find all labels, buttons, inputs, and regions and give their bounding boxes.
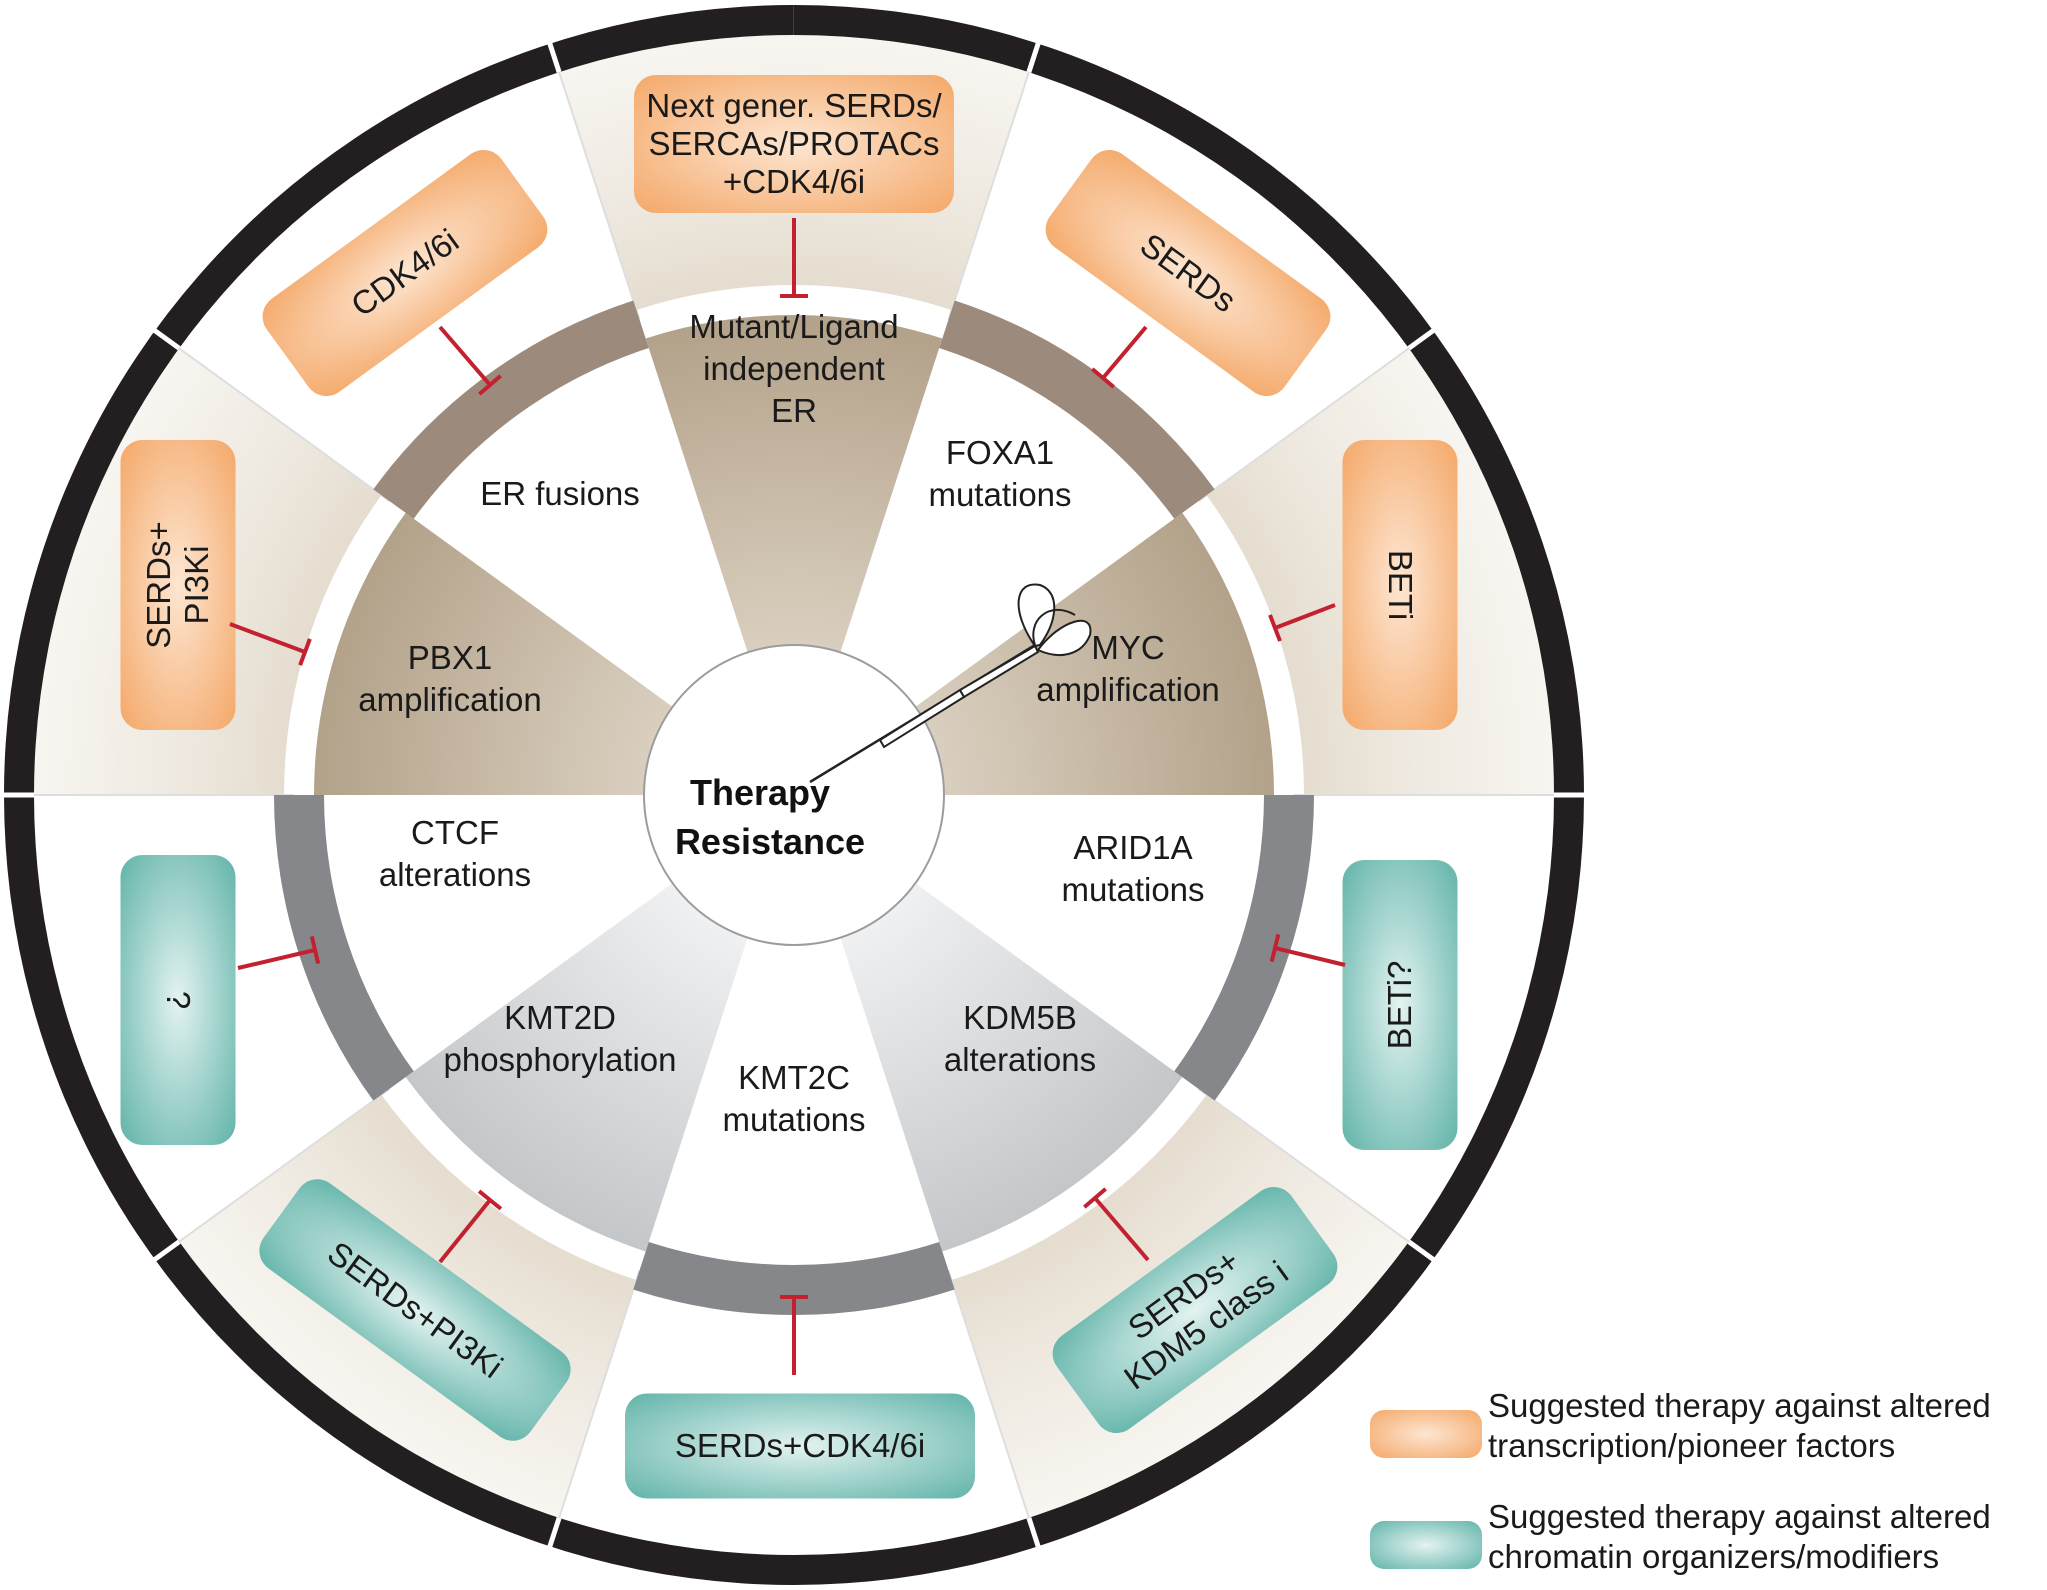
outer-ring bbox=[2, 5, 1586, 1585]
ring-segment-foxa1 bbox=[939, 300, 1215, 519]
zone-separator bbox=[178, 347, 391, 502]
legend: Suggested therapy against alteredtranscr… bbox=[1370, 1387, 1991, 1575]
inhibitor-icon bbox=[1269, 933, 1346, 967]
mechanism-label-mutant-er: independent bbox=[703, 350, 885, 387]
legend-item-orange: Suggested therapy against alteredtranscr… bbox=[1370, 1387, 1991, 1464]
therapy-box-bg bbox=[262, 149, 548, 397]
therapy-box-bg bbox=[259, 1179, 571, 1441]
center-title-line1: Therapy bbox=[690, 772, 830, 813]
zone-separator bbox=[1197, 1088, 1410, 1243]
legend-swatch-teal bbox=[1370, 1521, 1482, 1569]
mechanism-label-mutant-er: Mutant/Ligand bbox=[689, 308, 898, 345]
center-circle: Therapy Resistance bbox=[643, 583, 1092, 946]
mechanism-label-foxa1: mutations bbox=[928, 476, 1071, 513]
therapy-box-bg bbox=[634, 75, 954, 213]
dart-icon bbox=[809, 583, 1092, 784]
zone-separator bbox=[178, 1088, 391, 1243]
therapy-box-bg bbox=[1045, 149, 1331, 397]
mechanism-wedge-mutant-er bbox=[645, 315, 943, 795]
mechanism-label-kmt2d: phosphorylation bbox=[444, 1041, 677, 1078]
inhibitor-icon bbox=[1083, 1187, 1150, 1262]
ring-segment-arid1a bbox=[1174, 795, 1314, 1101]
therapy-label-serds-pi3ki-a: SERDs+ bbox=[140, 521, 177, 648]
zone-separator bbox=[1197, 347, 1410, 502]
zone-separator bbox=[947, 71, 1030, 320]
legend-label: Suggested therapy against altered bbox=[1488, 1498, 1991, 1535]
therapy-label-next-gen-serds: SERCAs/PROTACs bbox=[649, 125, 940, 162]
mechanism-label-arid1a: ARID1A bbox=[1073, 829, 1192, 866]
zone-separator bbox=[558, 71, 641, 320]
mechanism-label-mutant-er: ER bbox=[771, 392, 817, 429]
inhibitor-icon bbox=[438, 1189, 503, 1264]
mechanism-label-myc: MYC bbox=[1091, 629, 1164, 666]
band-separator bbox=[546, 40, 562, 73]
therapy-box-serds-cdk46i: SERDs+CDK4/6i bbox=[625, 1393, 975, 1499]
legend-label: chromatin organizers/modifiers bbox=[1488, 1538, 1939, 1575]
mechanism-label-kmt2d: KMT2D bbox=[504, 999, 616, 1036]
therapy-box-beti-q: BETi? bbox=[1342, 860, 1458, 1150]
therapy-box-bg bbox=[1342, 440, 1458, 730]
therapy-box-next-gen-serds: Next gener. SERDs/SERCAs/PROTACs+CDK4/6i bbox=[634, 75, 954, 213]
therapy-label-beti-q: BETi? bbox=[1381, 961, 1418, 1050]
therapy-label-serds-cdk46i: SERDs+CDK4/6i bbox=[675, 1427, 925, 1464]
legend-swatch-orange bbox=[1370, 1410, 1482, 1458]
band-separator bbox=[151, 1239, 181, 1263]
therapy-label-unknown: ? bbox=[160, 991, 197, 1009]
mechanism-label-kdm5b: alterations bbox=[944, 1041, 1096, 1078]
therapy-box-bg bbox=[120, 855, 236, 1145]
mechanism-label-ctcf: CTCF bbox=[411, 814, 499, 851]
legend-label: transcription/pioneer factors bbox=[1488, 1427, 1895, 1464]
mechanism-label-kmt2c: KMT2C bbox=[738, 1059, 850, 1096]
legend-label: Suggested therapy against altered bbox=[1488, 1387, 1991, 1424]
ring-segment-er-fusions bbox=[373, 300, 649, 519]
mechanism-label-kdm5b: KDM5B bbox=[963, 999, 1077, 1036]
band-separator bbox=[1026, 1517, 1042, 1550]
mechanism-label-foxa1: FOXA1 bbox=[946, 434, 1054, 471]
therapy-box-bg bbox=[625, 1393, 975, 1499]
therapy-box-bg bbox=[1052, 1186, 1338, 1434]
band-separator bbox=[1407, 327, 1437, 351]
ring-segment-ctcf bbox=[274, 795, 414, 1101]
therapy-box-unknown: ? bbox=[120, 855, 236, 1145]
mechanism-label-kmt2c: mutations bbox=[722, 1101, 865, 1138]
inhibitor-icon bbox=[1268, 603, 1336, 642]
inhibitor-icon bbox=[780, 1295, 808, 1375]
mechanism-label-arid1a: mutations bbox=[1061, 871, 1204, 908]
zone-separator bbox=[947, 1270, 1030, 1519]
band-separator bbox=[1407, 1239, 1437, 1263]
therapy-box-beti: BETi bbox=[1342, 440, 1458, 730]
band-separator bbox=[151, 327, 181, 351]
center-title-line2: Resistance bbox=[675, 821, 865, 862]
therapy-box-bg bbox=[1342, 860, 1458, 1150]
therapy-box-cdk46i: CDK4/6i bbox=[262, 149, 548, 397]
therapy-boxes: Next gener. SERDs/SERCAs/PROTACs+CDK4/6i… bbox=[120, 75, 1458, 1499]
therapy-label-next-gen-serds: Next gener. SERDs/ bbox=[646, 87, 942, 124]
mechanism-label-pbx1: amplification bbox=[358, 681, 541, 718]
legend-item-teal: Suggested therapy against alteredchromat… bbox=[1370, 1498, 1991, 1575]
band-separator bbox=[1026, 40, 1042, 73]
therapy-label-serds-pi3ki-a: PI3Ki bbox=[178, 546, 215, 625]
therapy-label-beti: BETi bbox=[1382, 550, 1419, 620]
mechanism-label-pbx1: PBX1 bbox=[408, 639, 492, 676]
inhibitor-icon bbox=[237, 935, 321, 970]
band-separator bbox=[546, 1517, 562, 1550]
zone-separator bbox=[558, 1270, 641, 1519]
mechanism-label-er-fusions: ER fusions bbox=[480, 475, 640, 512]
ring-segment-kmt2c bbox=[633, 1241, 955, 1315]
inner-ring-segments bbox=[274, 300, 1314, 1315]
mechanism-label-ctcf: alterations bbox=[379, 856, 531, 893]
therapy-label-next-gen-serds: +CDK4/6i bbox=[723, 163, 865, 200]
inhibitor-icon bbox=[438, 325, 502, 396]
inhibitor-icon bbox=[780, 218, 808, 298]
therapy-box-serds: SERDs bbox=[1045, 149, 1331, 397]
inhibitor-icon bbox=[229, 622, 312, 666]
inhibitor-lines bbox=[229, 218, 1346, 1375]
therapy-box-bg bbox=[120, 440, 236, 730]
inhibitor-icon bbox=[1091, 325, 1148, 389]
mechanism-label-myc: amplification bbox=[1036, 671, 1219, 708]
therapy-box-serds-pi3ki-a: SERDs+PI3Ki bbox=[120, 440, 236, 730]
